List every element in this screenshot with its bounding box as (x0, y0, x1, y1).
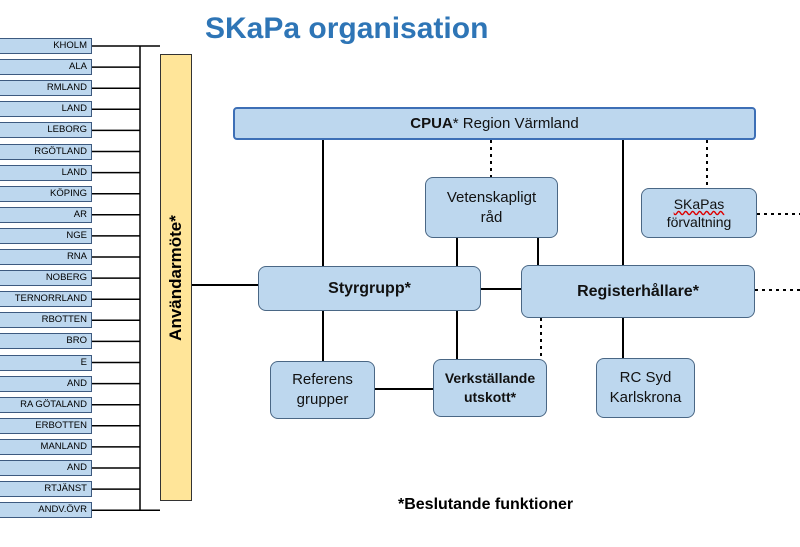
region-item: TERNORRLAND (0, 291, 92, 308)
verkstallande-line1: Verkställande (444, 370, 536, 386)
region-label: ANDV.ÖVR (38, 504, 87, 516)
region-label: RA GÖTALAND (20, 398, 87, 410)
region-label: RNA (66, 251, 87, 262)
region-item: ERBOTTEN (0, 417, 92, 434)
region-item: E (0, 354, 92, 371)
region-item: ANDV.ÖVR (0, 502, 92, 519)
region-label: RMLAND (46, 82, 87, 94)
region-label: NGE (66, 229, 87, 241)
page-title: SKaPa organisation (205, 12, 489, 45)
region-item: LAND (0, 101, 92, 118)
region-item: LAND (0, 164, 92, 181)
region-label: ERBOTTEN (35, 419, 87, 431)
region-label: RGÖTLAND (34, 145, 87, 157)
region-item: RGÖTLAND (0, 143, 92, 160)
region-label: LAND (61, 166, 87, 178)
region-item: NOBERG (0, 270, 92, 287)
region-label: TERNORRLAND (14, 293, 87, 305)
region-label: BRO (66, 335, 87, 347)
skapas-line2: förvaltning (666, 214, 732, 230)
region-label: MANLAND (40, 440, 87, 452)
region-label: RBOTTEN (41, 314, 87, 326)
region-item: BRO (0, 333, 92, 350)
styrgrupp-box: Styrgrupp* (258, 266, 481, 311)
region-item: RNA (0, 249, 92, 265)
region-item: AND (0, 375, 92, 392)
cpua-label: CPUA (410, 114, 453, 132)
region-label: LEBORG (47, 124, 87, 136)
region-label: AND (66, 377, 87, 389)
region-item: AR (0, 206, 92, 223)
region-item: RTJÄNST (0, 481, 92, 498)
footnote: *Beslutande funktioner (398, 496, 574, 513)
referensgrupper-box: Referens grupper (270, 361, 375, 419)
region-label: RTJÄNST (44, 483, 87, 495)
region-item: ALA (0, 59, 92, 76)
verkstallande-line2: utskott* (463, 389, 517, 405)
referens-line1: Referens (292, 371, 353, 388)
styrgrupp-label: Styrgrupp* (328, 279, 411, 297)
region-item: KÖPING (0, 185, 92, 202)
verkstallande-utskott-box: Verkställande utskott* (433, 359, 547, 417)
vetenskapligt-line1: Vetenskapligt (446, 188, 537, 206)
skapas-line1: SKaPas (673, 196, 725, 212)
anvandarmote-box: Användarmöte* (160, 54, 192, 501)
region-label: NOBERG (45, 272, 87, 284)
rcsyd-line2: Karlskrona (609, 389, 682, 406)
anvandarmote-label: Användarmöte* (166, 214, 185, 341)
registerhallare-label: Registerhållare* (577, 282, 699, 300)
region-item: AND (0, 460, 92, 476)
cpua-box: CPUA* Region Värmland (233, 107, 756, 140)
region-label: ALA (69, 61, 87, 73)
region-label: KHOLM (53, 40, 87, 51)
vetenskapligt-line2: råd (480, 208, 503, 226)
region-item: RBOTTEN (0, 312, 92, 329)
rcsyd-line1: RC Syd (619, 369, 672, 386)
region-label: E (80, 356, 87, 368)
region-label: KÖPING (50, 187, 87, 199)
region-item: LEBORG (0, 122, 92, 139)
region-item: KHOLM (0, 38, 92, 54)
region-item: MANLAND (0, 438, 92, 455)
registerhallare-box: Registerhållare* (521, 265, 755, 318)
region-label: AND (66, 462, 87, 473)
region-item: RA GÖTALAND (0, 396, 92, 413)
region-item: RMLAND (0, 80, 92, 97)
cpua-region: * Region Värmland (452, 114, 579, 132)
region-item: NGE (0, 227, 92, 244)
vetenskapligt-rad-box: Vetenskapligt råd (425, 177, 558, 238)
skapas-forvaltning-box: SKaPas förvaltning (641, 188, 757, 238)
region-label: AR (73, 208, 87, 220)
referens-line2: grupper (296, 391, 349, 408)
region-label: LAND (61, 103, 87, 115)
